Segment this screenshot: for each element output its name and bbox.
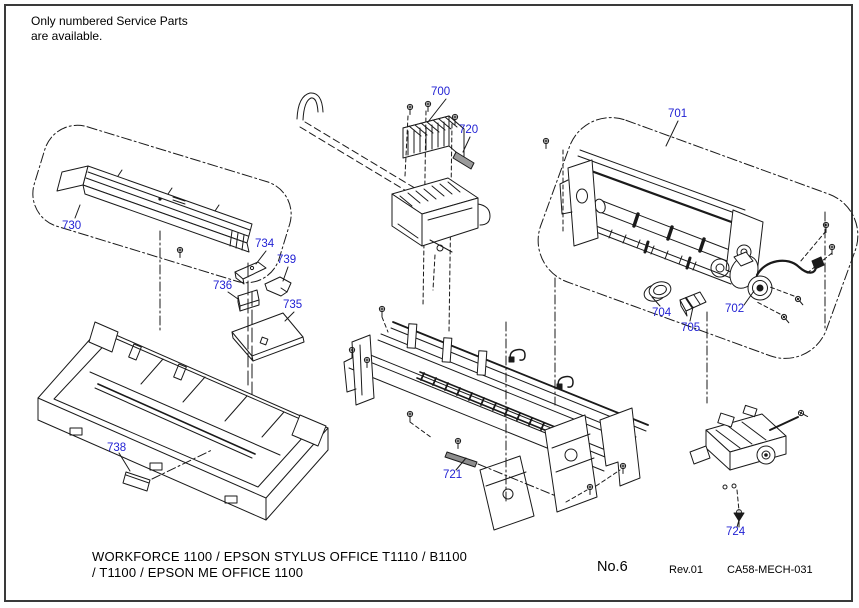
part-730-cover-panel [57,166,252,330]
part-702-motor [725,251,824,325]
boundary-730 [24,117,299,291]
main-frame-assembly [344,278,707,530]
part-label-702: 702 [725,303,745,315]
part-label-724: 724 [726,526,746,538]
part-738-strip [123,450,212,491]
model-title: WORKFORCE 1100 / EPSON STYLUS OFFICE T11… [92,549,468,580]
pump-assembly [690,405,810,511]
carriage-assembly [392,178,490,290]
part-739-bracket [265,277,291,296]
part-label-721: 721 [443,469,463,481]
part-label-700: 700 [431,86,451,98]
part-label-738: 738 [107,442,127,454]
part-label-736: 736 [213,280,233,292]
part-label-705: 705 [681,322,701,334]
document-code: CA58-MECH-031 [727,564,813,576]
part-704-ring [642,280,672,304]
leader-lines [75,99,754,527]
part-label-720: 720 [459,124,479,136]
part-label-739: 739 [277,254,297,266]
boundary-701 [526,105,859,371]
ffc-cable [297,93,428,201]
part-label-701: 701 [668,108,688,120]
part-label-730: 730 [62,220,82,232]
part-724-screw [734,510,744,527]
part-736-block [238,290,259,311]
part-720-spacer [453,152,474,169]
lower-case-tray [38,322,328,520]
part-735-plate [232,313,304,361]
part-734-bracket [235,262,266,284]
revision-label: Rev.01 [669,564,704,576]
sheet-number: No.6 [597,559,628,575]
part-label-704: 704 [652,307,672,319]
part-label-734: 734 [255,238,275,250]
part-label-735: 735 [283,299,303,311]
service-parts-note: Only numbered Service Parts are availabl… [31,14,188,43]
part-721-strip [445,452,556,496]
part-705-holder [680,292,706,316]
